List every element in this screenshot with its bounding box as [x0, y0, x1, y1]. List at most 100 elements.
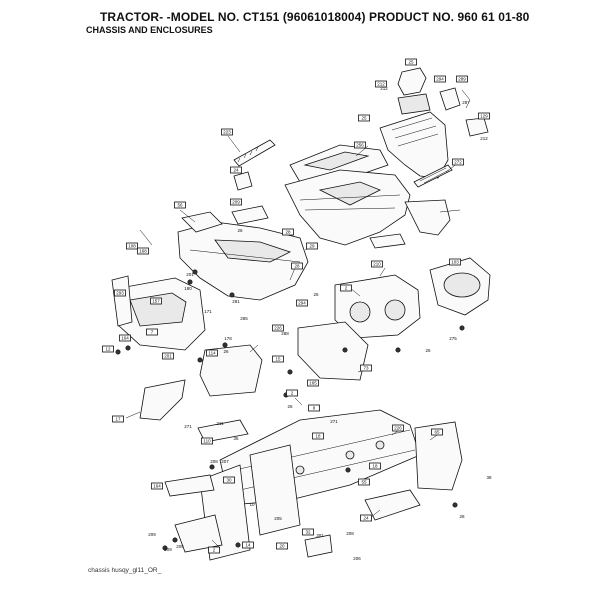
callout-label: 129 [480, 114, 488, 119]
callout-tag: 256 [354, 141, 366, 149]
front-axle-bracket [414, 421, 463, 491]
part-number-label: 212 [480, 136, 488, 141]
callout-label: 201 [164, 354, 172, 359]
callout-tag: 212 [375, 80, 387, 88]
callout-label: 55 [361, 480, 367, 485]
drawing-reference: chassis husqy_gl11_OR_ [88, 567, 162, 574]
callout-tag: 223 [221, 128, 233, 136]
part-number-label: 178 [224, 336, 232, 341]
callout-tag: 8 [308, 404, 320, 412]
callout-label: 108 [128, 244, 136, 249]
part-number-label: 28 [459, 514, 465, 519]
callout-label: 223 [223, 130, 231, 135]
section-subtitle: CHASSIS AND ENCLOSURES [86, 25, 213, 35]
callout-label: 20 [279, 544, 285, 549]
part-number-label: 212 [380, 86, 388, 91]
callout-label: 14 [245, 543, 251, 548]
callout-label: 7 [151, 330, 154, 335]
part-number-label: 180 [184, 286, 192, 291]
rear-bracket-small [304, 534, 333, 558]
callout-label: 2 [291, 391, 294, 396]
grille-strip [413, 164, 453, 188]
callout-label: 24 [233, 168, 239, 173]
callout-label: 29 [309, 244, 315, 249]
callout-tag: 293 [114, 289, 126, 297]
callout-tag: 289 [456, 75, 468, 83]
pedal-bracket [139, 379, 186, 421]
fuel-cap [233, 171, 253, 191]
part-number-label: 208 [210, 459, 218, 464]
part-number-label: 26 [287, 404, 293, 409]
part-number-label: 285 [240, 316, 248, 321]
part-number-label: 209 [164, 547, 172, 552]
callout-label: 209 [232, 200, 240, 205]
hood-assembly [284, 169, 411, 246]
callout-tag: 14 [242, 541, 254, 549]
callout-tag: 25 [405, 58, 417, 66]
seat-adjust-plate [231, 205, 269, 225]
part-number-label: 26 [313, 292, 319, 297]
callout-label: 165 [309, 381, 317, 386]
callout-tag: 114 [206, 349, 218, 357]
seat-pan [181, 211, 223, 233]
callout-label: 18 [372, 464, 378, 469]
part-number-label: 281 [232, 299, 240, 304]
callout-label: 210 [373, 262, 381, 267]
callout-label: 114 [208, 351, 216, 356]
fender-assembly [177, 221, 309, 301]
callout-tag: 129 [478, 112, 490, 120]
part-number-label: 205 [176, 544, 184, 549]
fasteners [115, 269, 465, 551]
callout-label: 294 [298, 301, 306, 306]
hood-bracket-right [404, 199, 451, 236]
callout-label: 15 [275, 357, 281, 362]
callout-tag: 55 [358, 478, 370, 486]
part-number-label: 26 [223, 349, 229, 354]
callout-tag: 210 [371, 260, 383, 268]
callout-label: 256 [356, 143, 364, 148]
callout-label: 18 [315, 434, 321, 439]
callout-label: 32 [305, 530, 311, 535]
callout-tag: 103 [449, 258, 461, 266]
part-numbers: 2122872122618020117128128528817826275262… [148, 86, 492, 561]
part-number-label: 209 [148, 532, 156, 537]
callout-tag: 18 [369, 462, 381, 470]
callout-label: 272 [454, 160, 462, 165]
callout-label: 25 [361, 116, 367, 121]
callout-label: 110 [203, 439, 211, 444]
callout-tag: 2 [340, 284, 352, 292]
callout-label: 103 [451, 260, 459, 265]
part-number-label: 288 [281, 331, 289, 336]
lever-knob-right [439, 87, 489, 137]
callout-tag: 201 [162, 352, 174, 360]
footrest-left [197, 419, 249, 443]
callout-tag: 56 [174, 201, 186, 209]
callout-tag: 24 [230, 166, 242, 174]
part-number-label: 301 [316, 533, 324, 538]
callout-tag: 110 [201, 437, 213, 445]
callout-tag: 30 [223, 476, 235, 484]
callout-label: 212 [377, 82, 385, 87]
callout-label: 65 [434, 430, 440, 435]
part-number-label: 10 [249, 502, 255, 507]
callout-label: 164 [153, 484, 161, 489]
part-number-label: 208 [346, 531, 354, 536]
part-number-label: 271 [330, 419, 338, 424]
callout-tag: 24 [360, 514, 372, 522]
callout-label: 56 [177, 203, 183, 208]
callout-tag: 28 [291, 262, 303, 270]
part-number-label: 275 [449, 336, 457, 341]
callout-label: 2 [345, 286, 348, 291]
callout-label: 168 [139, 249, 147, 254]
callout-tag: 272 [452, 158, 464, 166]
callout-label: 226 [394, 426, 402, 431]
callout-tag: 157 [150, 297, 162, 305]
callout-tag: 25 [358, 114, 370, 122]
callout-tag: 294 [434, 75, 446, 83]
callout-tag: 294 [296, 299, 308, 307]
callout-label: 164 [121, 336, 129, 341]
callout-label: 28 [294, 264, 300, 269]
dash-cover [379, 111, 449, 179]
